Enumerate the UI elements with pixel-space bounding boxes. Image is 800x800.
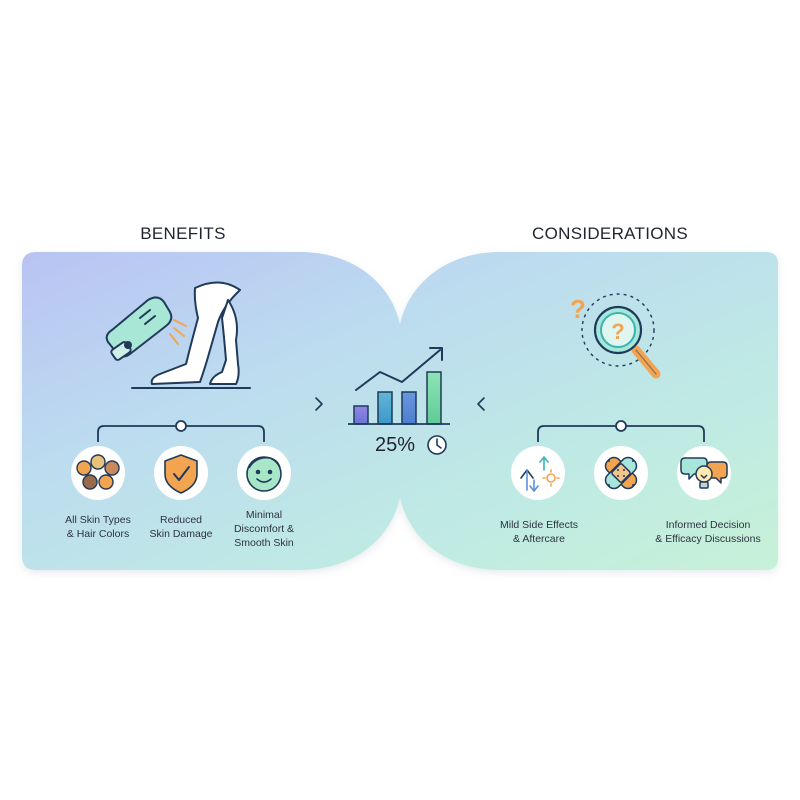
bar-chart-trend-icon [348, 347, 450, 425]
consideration-item-1-icon-circle [511, 446, 565, 500]
benefits-bracket [97, 420, 265, 442]
benefit-item-1-icon-circle [71, 446, 125, 500]
benefits-title: BENEFITS [140, 224, 226, 243]
consideration-item-3-icon-circle [677, 446, 731, 500]
chevron-left-icon [477, 397, 485, 411]
bandage-icon [604, 456, 638, 490]
chevron-right-icon [315, 397, 323, 411]
center-bar-1 [353, 405, 369, 425]
center-percent: 25% [375, 434, 416, 456]
trend-arrow [355, 349, 441, 391]
speech-bubbles-lightbulb-icon [680, 457, 728, 489]
smiling-face-icon [246, 456, 282, 492]
benefit-item-2-label: Reduced Skin Damage [149, 514, 213, 540]
svg-text:?: ? [570, 294, 586, 324]
magnifier-question-icon: ? ? [570, 293, 661, 379]
center-bar-2 [377, 391, 393, 425]
benefit-item-2-icon-circle [154, 446, 208, 500]
consideration-item-3-label: Informed Decision & Efficacy Discussions [655, 519, 761, 545]
side-effects-icon [520, 456, 560, 492]
laser-device-icon [105, 296, 187, 361]
considerations-bracket [537, 420, 705, 442]
consideration-item-1-label: Mild Side Effects & Aftercare [499, 519, 578, 545]
consideration-item-2-icon-circle [594, 446, 648, 500]
diverse-people-icon [76, 454, 120, 490]
considerations-title: CONSIDERATIONS [532, 224, 688, 243]
legs-icon [131, 281, 251, 389]
benefit-item-3-label: Minimal Discomfort & Smooth Skin [233, 509, 295, 549]
benefit-item-1-label: All Skin Types & Hair Colors [65, 514, 131, 540]
clock-icon [427, 435, 447, 455]
svg-text:?: ? [611, 319, 624, 344]
center-bar-4 [426, 371, 442, 425]
shield-check-icon [164, 454, 198, 494]
benefit-item-3-icon-circle [237, 446, 291, 500]
center-bar-3 [401, 391, 417, 425]
